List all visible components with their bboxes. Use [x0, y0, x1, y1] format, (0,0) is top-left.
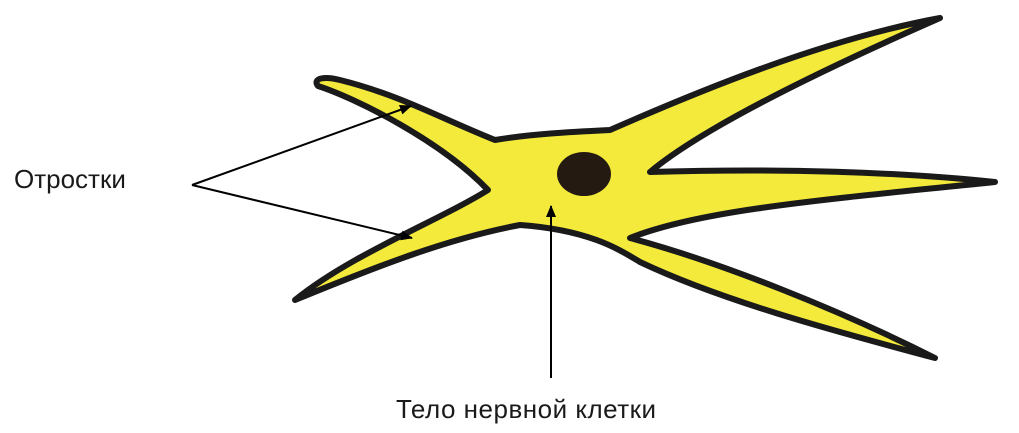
nucleus: [557, 152, 611, 196]
cell-outline-shape: [295, 18, 995, 358]
arrow-processes-lower: [192, 185, 412, 238]
cell-body-label: Тело нервной клетки: [396, 394, 657, 425]
nerve-cell: [295, 18, 995, 358]
processes-label: Отростки: [14, 164, 126, 195]
arrow-processes-upper: [192, 106, 411, 185]
